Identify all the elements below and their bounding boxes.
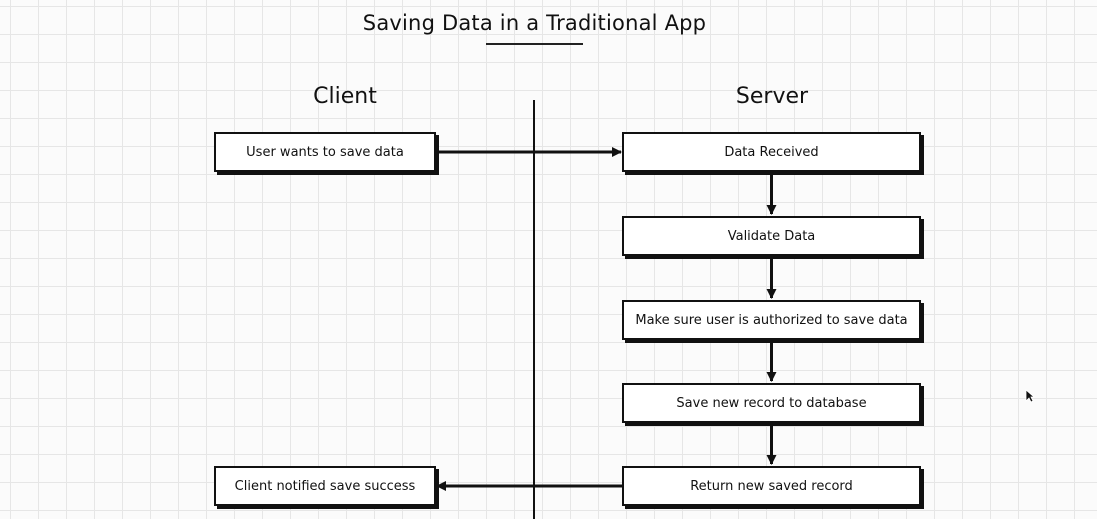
node-user-wants-save: User wants to save data: [214, 132, 436, 172]
node-save-record: Save new record to database: [622, 383, 921, 423]
diagram-title: Saving Data in a Traditional App: [362, 11, 707, 35]
node-data-received: Data Received: [622, 132, 921, 172]
node-return-record: Return new saved record: [622, 466, 921, 506]
node-validate-data: Validate Data: [622, 216, 921, 256]
server-column-heading: Server: [735, 84, 809, 109]
mouse-pointer-icon: [1025, 388, 1036, 407]
title-underline: [486, 43, 583, 45]
node-client-notified: Client notified save success: [214, 466, 436, 506]
client-column-heading: Client: [313, 84, 377, 109]
node-authorize-user: Make sure user is authorized to save dat…: [622, 300, 921, 340]
